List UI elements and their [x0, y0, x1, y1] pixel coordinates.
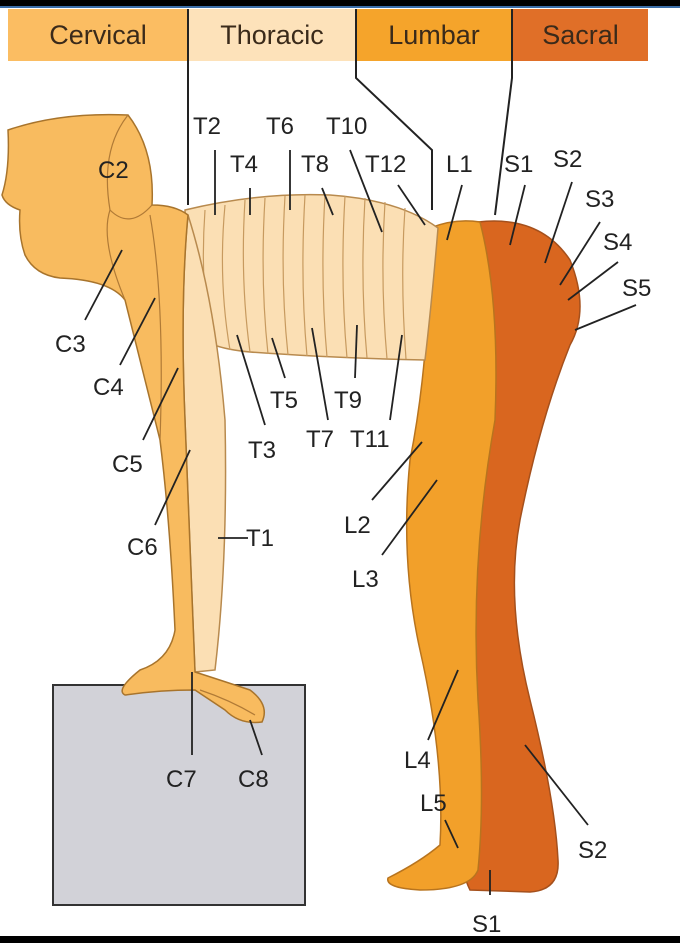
header-cervical: Cervical: [8, 9, 188, 61]
label-c5: C5: [112, 451, 143, 478]
label-t8: T8: [301, 151, 329, 178]
cervical-contours: [106, 114, 256, 716]
label-c3: C3: [55, 331, 86, 358]
label-t10: T10: [326, 113, 367, 140]
label-s3: S3: [585, 186, 614, 213]
header-lumbar: Lumbar: [356, 9, 512, 61]
label-t5: T5: [270, 387, 298, 414]
label-c6: C6: [127, 534, 158, 561]
leader-lines: [84, 149, 637, 895]
label-s1: S1: [504, 151, 533, 178]
label-t6: T6: [266, 113, 294, 140]
label-t2: T2: [193, 113, 221, 140]
top-border: [0, 0, 680, 8]
label-l3: L3: [352, 566, 379, 593]
label-c4: C4: [93, 374, 124, 401]
label-t1: T1: [246, 525, 274, 552]
region-divider-lines: [187, 9, 513, 216]
label-t9: T9: [334, 387, 362, 414]
bottom-border: [0, 936, 680, 943]
label-l4: L4: [404, 747, 431, 774]
header-thoracic: Thoracic: [189, 9, 355, 61]
label-t3: T3: [248, 437, 276, 464]
label-t7: T7: [306, 426, 334, 453]
label-s1: S1: [472, 911, 501, 938]
header-sacral: Sacral: [513, 9, 648, 61]
label-c8: C8: [238, 766, 269, 793]
label-l2: L2: [344, 512, 371, 539]
label-s2: S2: [553, 146, 582, 173]
label-l1: L1: [446, 151, 473, 178]
label-s5: S5: [622, 275, 651, 302]
label-t11: T11: [350, 426, 390, 453]
label-c7: C7: [166, 766, 197, 793]
label-s2: S2: [578, 837, 607, 864]
label-s4: S4: [603, 229, 632, 256]
thoracic-stripes: [202, 194, 407, 360]
label-t12: T12: [365, 151, 406, 178]
label-t4: T4: [230, 151, 258, 178]
label-c2: C2: [98, 157, 129, 184]
cervical-region: [1, 113, 265, 724]
box: [52, 684, 306, 906]
lumbar-region: [387, 220, 497, 891]
label-l5: L5: [420, 790, 447, 817]
